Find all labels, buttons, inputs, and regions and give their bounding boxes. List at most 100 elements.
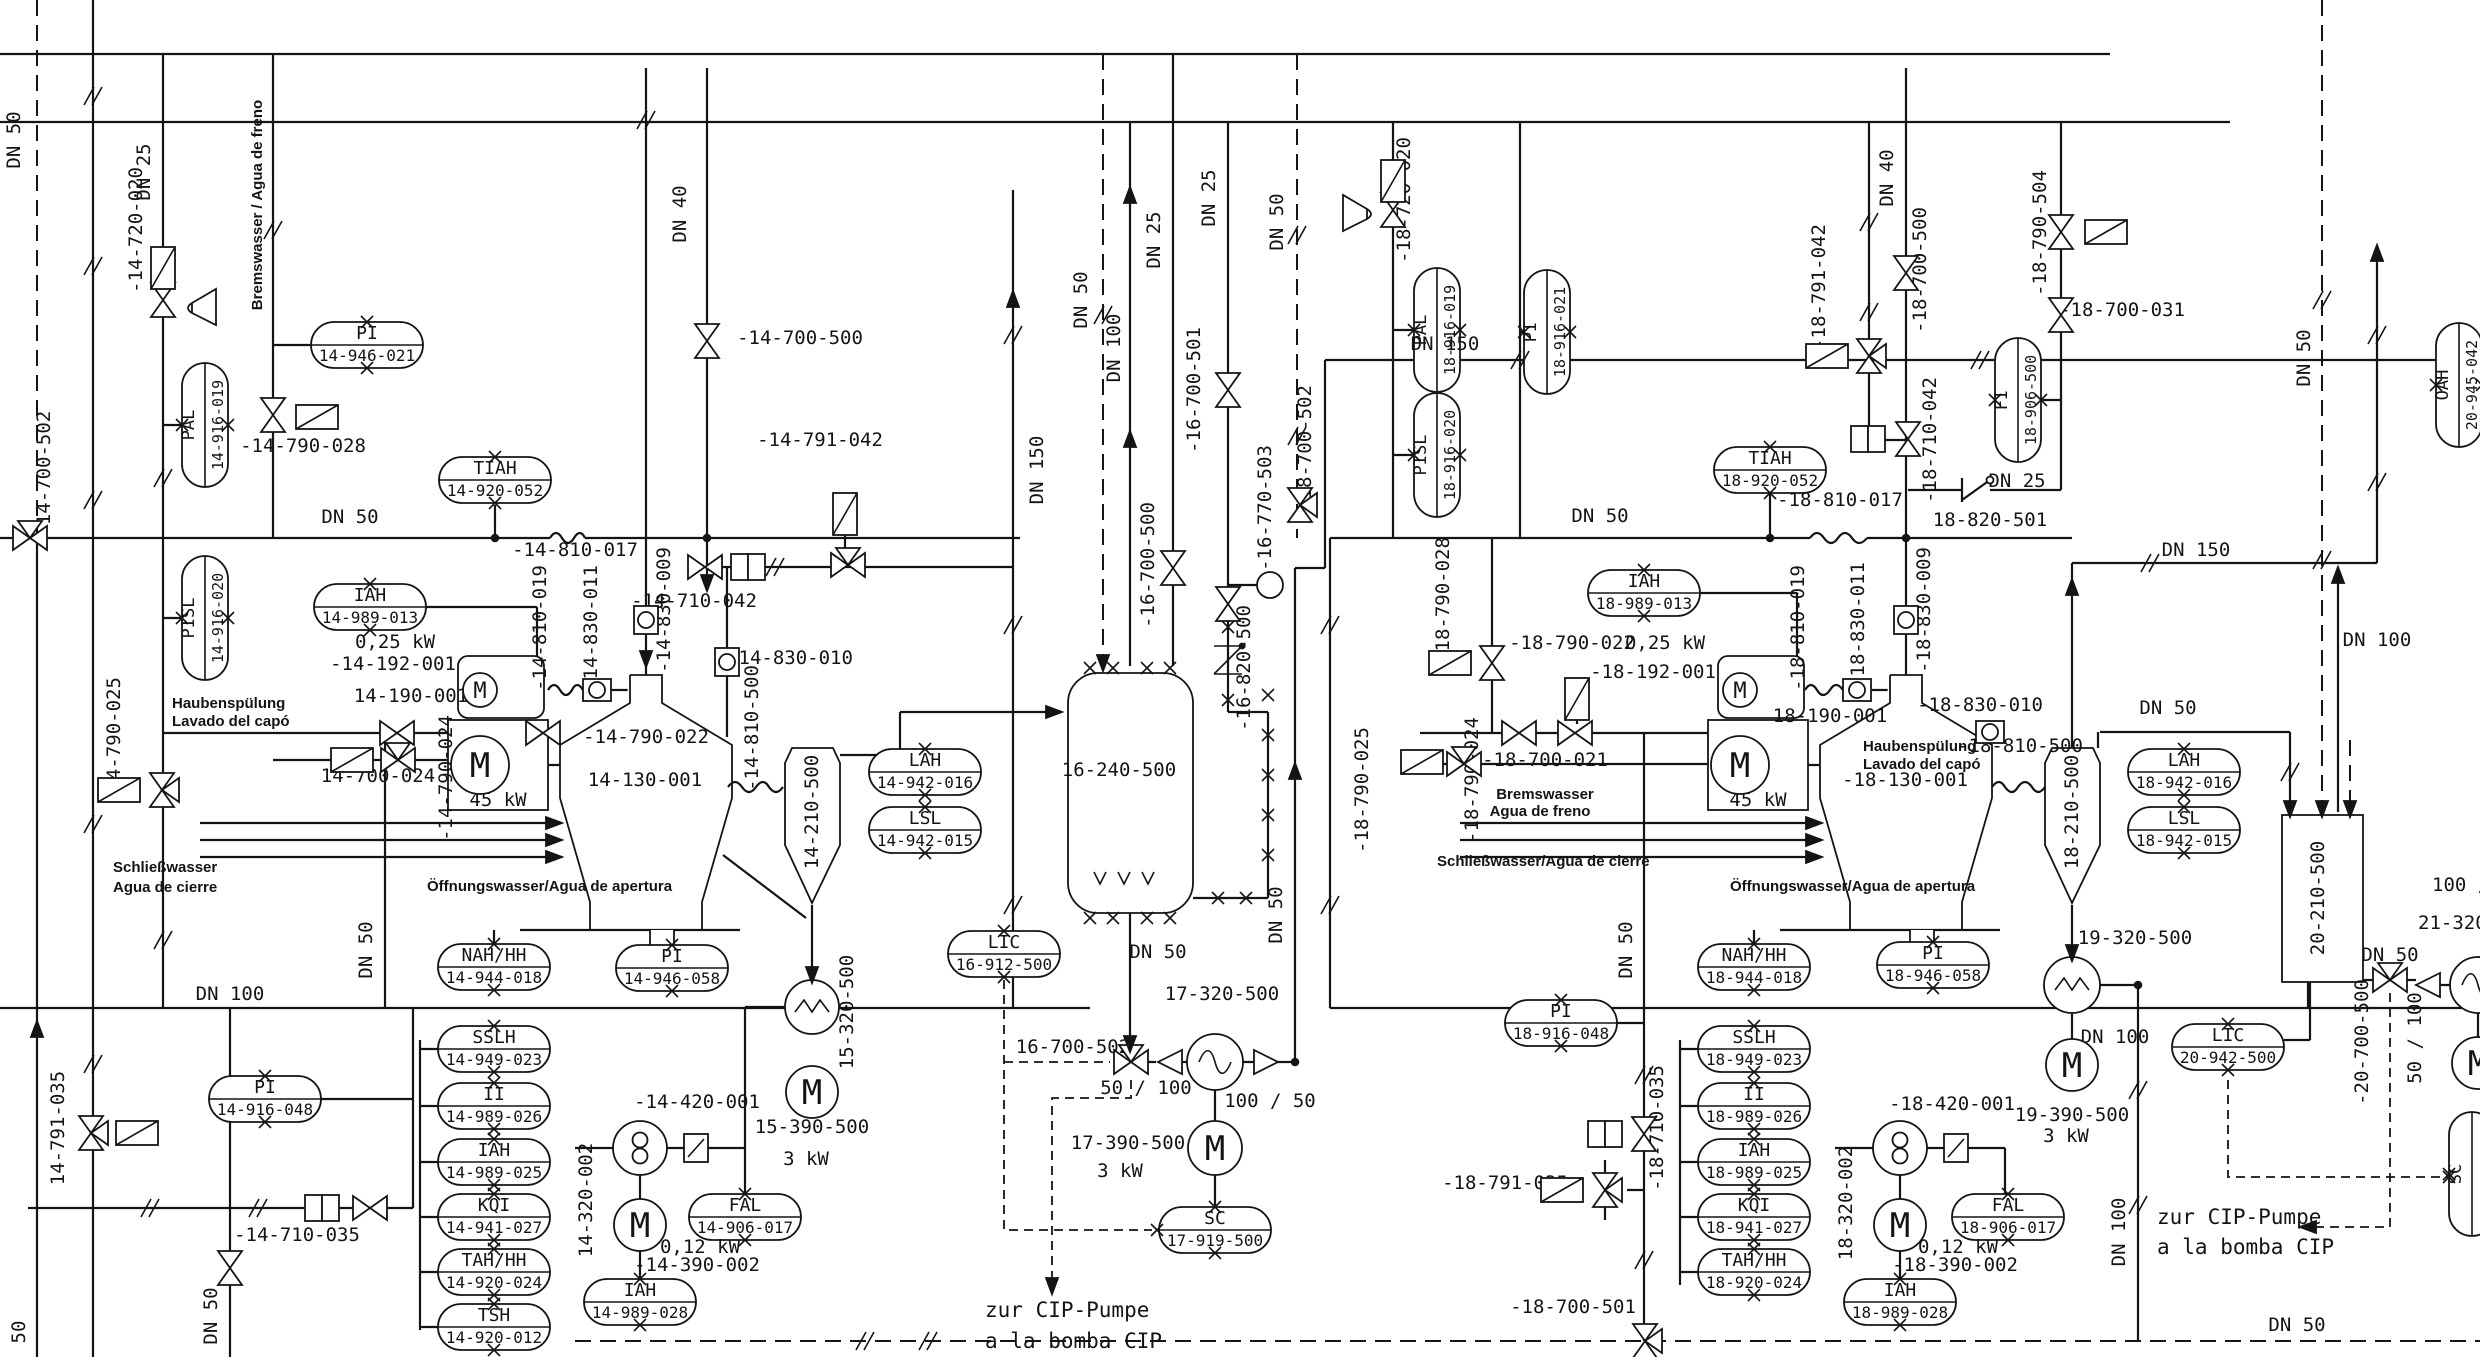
pipe-break-icon [855,1331,875,1351]
flow-arrow-icon [545,849,565,865]
check-flap [1960,478,1991,502]
instrument-tag: TAH/HH [461,1250,526,1271]
three-way-valve-icon [380,742,416,774]
pipe-headers [0,52,2230,124]
pipe-break-icon [1093,305,1113,325]
pipe-label: DN 50 [200,1287,222,1344]
instrument-number: 20-945-042 [2463,340,2480,430]
solenoid-actuator-icon [832,492,858,536]
solenoid-actuator-icon [115,1120,159,1146]
valve-third-port [1867,342,1887,370]
instrument-tag: PISL [1411,435,1431,476]
gate-valve-icon [259,397,287,433]
pipe-label: Agua de freno [1490,803,1591,820]
pipe-label: -18-790-024 [1461,717,1483,843]
instrument-number: 18-916-020 [1441,410,1459,500]
pipe-label: DN 50 [321,506,378,528]
signal-cross-mark [1747,983,1761,997]
flow-arrow-icon [2297,1219,2317,1235]
gate-valve-icon [1501,719,1537,747]
instrument-tag: II [483,1084,505,1105]
pipe-break-icon [1287,225,1307,245]
valve-third-port [384,742,412,762]
pipe-label: DN 50 [2268,1314,2325,1336]
instrument-number: 18-944-018 [1706,968,1802,987]
pipe-label: -18-130-001 [1842,769,1968,791]
sight-glass-icon [1975,720,2005,744]
pump-wave [2461,972,2480,993]
instrument-number: 18-949-023 [1706,1050,1802,1069]
instrument-number: 18-916-019 [1441,285,1459,375]
instrument-number: 14-906-017 [697,1218,793,1237]
instrument-tag: LIC [988,932,1021,953]
motor-icon: M [2451,1036,2480,1090]
instrument-number: 14-944-018 [446,968,542,987]
valve-third-port [1298,491,1318,519]
gate-valve-icon [525,719,561,747]
gate-valve-icon [1557,719,1593,747]
pipe-label: DN 40 [669,185,691,242]
pipe-break-icon [2140,553,2160,573]
pipe-break-icon [83,1054,103,1074]
signal-cross-mark [1747,1065,1761,1079]
pipe-break-icon [83,814,103,834]
instrument-tag: IAH [478,1140,511,1161]
pipe-label: DN 50 [3,111,25,168]
fitting-box [1850,425,1869,453]
pipe-label: -14-720-020 [125,167,147,293]
flow-indicator-icon [683,1133,709,1163]
instrument-number: 14-920-024 [446,1273,542,1292]
pipe-label: -18-710-035 [1646,1065,1668,1191]
vessel-16-240-500 [1067,672,1194,914]
solenoid-slash [330,747,374,773]
pipe-break-icon [140,1198,160,1218]
signal-cip-left [1051,1080,1132,1282]
signal-cross-mark [488,496,502,510]
machine-circle [2043,956,2101,1014]
pipe-label: 15-390-500 [755,1116,869,1138]
valve-body [1892,255,1920,291]
fitting-box [1867,425,1886,453]
machine-circle [2451,1036,2480,1090]
signal-cross-mark [2034,393,2048,407]
pipe-label: 0,12 kW [1918,1236,1999,1258]
pipe-label: -14-790-028 [240,435,366,457]
pipe-label: -18-810-019 [1787,565,1809,691]
mixer-vessel-14-130-001 [559,674,733,963]
signal-cross-mark [2475,378,2480,392]
pipe-break-icon [1970,350,1990,370]
pipe-label: Öffnungswasser/Agua de apertura [427,878,673,895]
pipe-break-icon [1510,350,1530,370]
signal-cross-mark [1747,1187,1761,1201]
pump-icon [784,979,840,1035]
pipe-junction-dot [702,533,712,543]
fitting-box [1604,1120,1623,1148]
solenoid-slash [1805,343,1849,369]
signal-cross-mark [1563,325,1577,339]
signal-cross-mark [1747,1019,1761,1033]
pipe-break-icon [1634,1065,1654,1085]
signal-cross-mark [665,938,679,952]
pipe-break-icon [248,1198,268,1218]
signal-cross-mark [360,361,374,375]
solenoid-actuator-icon [295,404,339,430]
instrument-number: 18-942-016 [2136,773,2232,792]
pipe-label: Agua de cierre [113,879,217,896]
gate-valve-icon [1894,421,1922,457]
pipe-cross-mark [2442,1170,2456,1184]
pipe-label: -16-820-500 [1233,605,1255,731]
pipe-label: -18-810-017 [1777,489,1903,511]
signal-cross-mark [1554,1039,1568,1053]
pipe-cross-mark [1261,848,1275,862]
flow-arrow-icon [2369,242,2385,262]
pump-icon [1872,1120,1928,1176]
pump-icon [2043,956,2101,1014]
gate-valve-icon [1478,645,1506,681]
signal-cross-mark [1517,325,1531,339]
